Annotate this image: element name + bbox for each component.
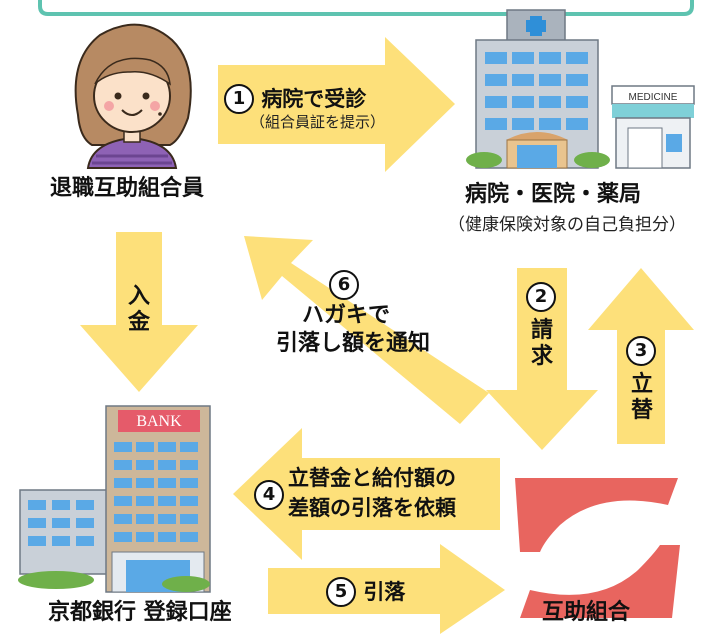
step-4-number-wrap: 4 [254, 480, 284, 510]
step-1-number: 1 [224, 84, 254, 114]
bank-sign: BANK [136, 413, 182, 430]
step-5-text: 引落 [363, 579, 406, 604]
bank-label: 京都銀行 登録口座 [48, 600, 232, 625]
hospital-illustration [466, 9, 695, 169]
hospital-label: 病院・医院・薬局 [465, 182, 642, 207]
step-3-text: 立替 [630, 372, 653, 423]
step-4-line2: 差額の引落を依頼 [288, 496, 456, 520]
step-5-label: 5 引落 [326, 577, 405, 607]
step-1-note: （組合員証を提示） [250, 113, 386, 131]
deposit-label: 入金 [127, 284, 150, 335]
step-1-label: 1 病院で受診 [224, 84, 366, 114]
step-3-number-wrap: 3 [626, 336, 656, 366]
step-4-number: 4 [254, 480, 284, 510]
step-6-line2: 引落し額を通知 [276, 331, 431, 356]
step-6-number: 6 [329, 270, 359, 300]
pharmacy-sign: MEDICINE [629, 92, 678, 103]
member-label: 退職互助組合員 [50, 176, 205, 201]
step-6-number-wrap: 6 [329, 270, 359, 300]
step-5-number: 5 [326, 577, 356, 607]
arrow-4-request [233, 428, 500, 560]
step-6-line1: ハガキで [302, 303, 391, 328]
arrow-deposit [80, 232, 198, 392]
member-illustration [74, 23, 192, 169]
hospital-note: （健康保険対象の自己負担分） [448, 215, 686, 235]
step-4-line1: 立替金と給付額の [288, 466, 456, 490]
step-2-text: 請求 [530, 318, 553, 369]
header-frame [38, 0, 694, 16]
association-label: 互助組合 [542, 600, 631, 625]
step-2-number: 2 [526, 282, 556, 312]
arrow-1-visit [218, 37, 455, 172]
arrow-2-claim [486, 268, 598, 450]
step-3-number: 3 [626, 336, 656, 366]
bank-illustration [18, 405, 211, 593]
arrow-5-debit [268, 544, 505, 634]
step-1-text: 病院で受診 [261, 86, 367, 111]
arrow-6-notice [244, 236, 489, 424]
step-2-number-wrap: 2 [526, 282, 556, 312]
association-logo [515, 478, 680, 618]
